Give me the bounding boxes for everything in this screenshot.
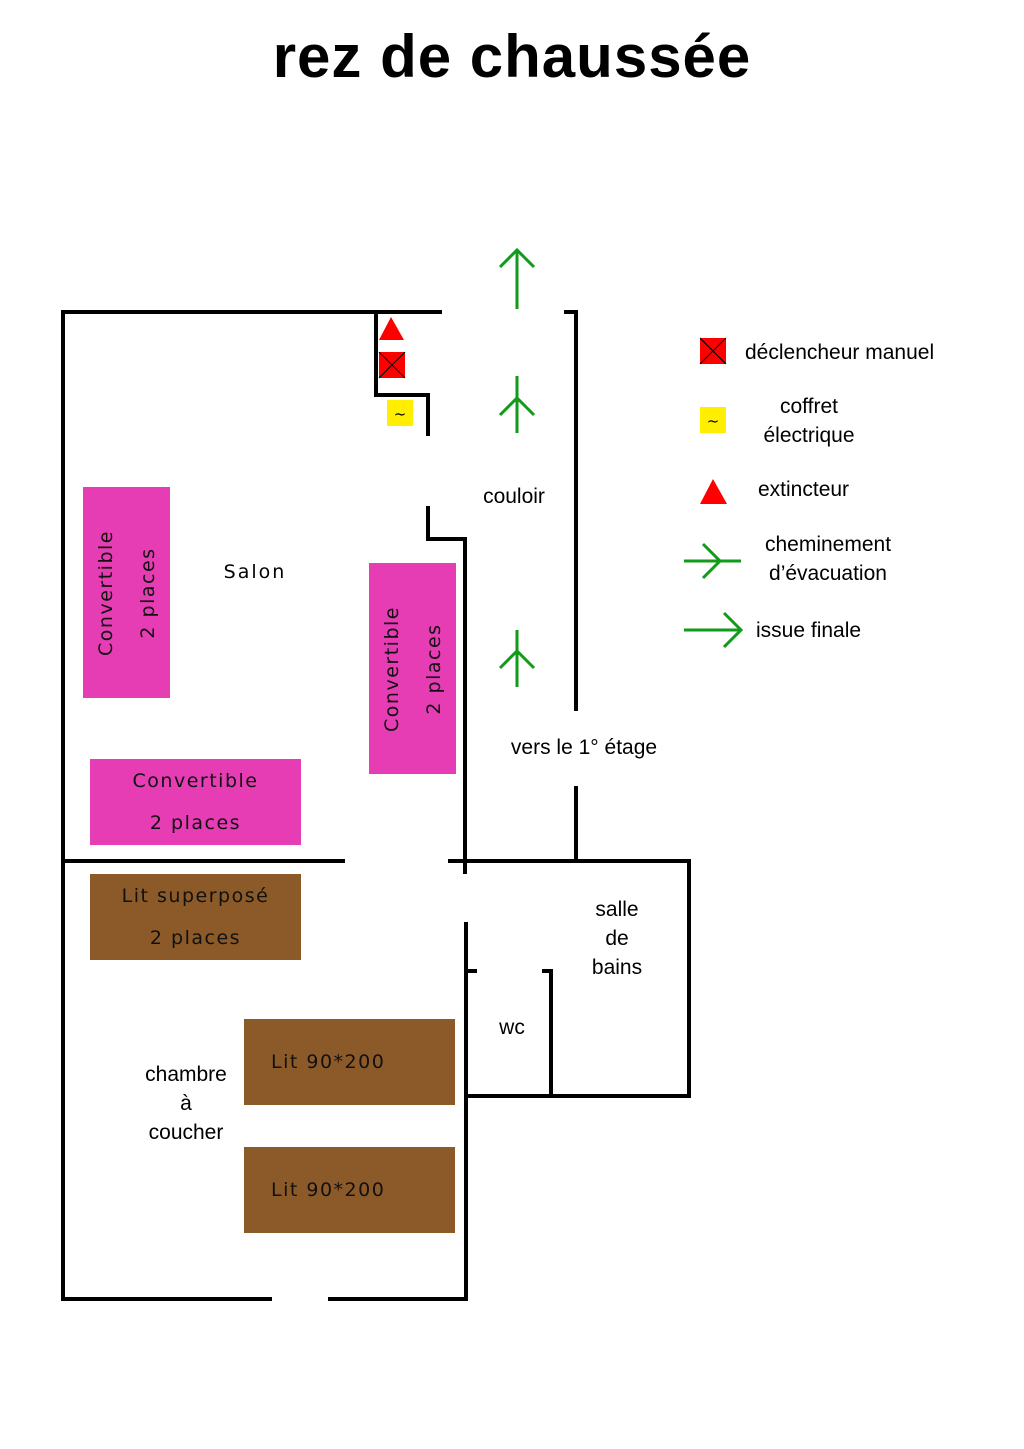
legend-label-evacuation-route: cheminement d’évacuation bbox=[752, 530, 904, 588]
walls bbox=[61, 310, 691, 1301]
svg-text:~: ~ bbox=[707, 412, 720, 430]
legend-fire-extinguisher-icon bbox=[700, 479, 727, 504]
legend-label-line: électrique bbox=[763, 424, 855, 447]
manual-call-point-icon bbox=[378, 351, 406, 379]
legend-label-extinguisher: extincteur bbox=[758, 475, 849, 504]
legend-electrical-panel-icon: ~ bbox=[700, 407, 726, 433]
room-label-stairs: vers le 1° étage bbox=[510, 736, 658, 759]
furniture-label: Lit superposé bbox=[121, 885, 270, 907]
furniture-label: Convertible bbox=[380, 605, 403, 732]
wall-niche bbox=[374, 310, 430, 436]
legend-label-line: d’évacuation bbox=[769, 562, 887, 585]
legend-label-line: cheminement bbox=[764, 533, 892, 556]
bed-1: Lit 90*200 bbox=[244, 1019, 455, 1105]
furniture-label: 2 places bbox=[422, 622, 445, 715]
fire-extinguisher-icon bbox=[379, 317, 404, 340]
legend-icons: ~ bbox=[684, 337, 744, 649]
legend-label-electrical-panel: coffret électrique bbox=[749, 392, 869, 450]
furniture-label: Convertible bbox=[94, 529, 117, 656]
room-label-line: salle bbox=[595, 898, 639, 921]
evacuation-arrow-1 bbox=[498, 376, 536, 433]
svg-text:~: ~ bbox=[394, 405, 407, 423]
legend-manual-call-point-icon bbox=[699, 337, 727, 365]
room-label-line: à bbox=[180, 1092, 192, 1115]
evacuation-arrow-2 bbox=[498, 630, 536, 687]
page-title: rez de chaussée bbox=[272, 23, 752, 90]
convertible-middle: Convertible 2 places bbox=[369, 563, 456, 774]
room-label-salon: Salon bbox=[223, 561, 287, 583]
room-label-line: coucher bbox=[148, 1121, 224, 1144]
wall-salon-corridor bbox=[426, 506, 467, 874]
room-label-line: de bbox=[605, 927, 629, 950]
evacuation-arrows bbox=[498, 247, 536, 687]
room-label-line: bains bbox=[591, 956, 643, 979]
convertible-left: Convertible 2 places bbox=[83, 487, 170, 698]
legend-label-line: coffret bbox=[780, 395, 838, 418]
bunk-bed: Lit superposé 2 places bbox=[90, 874, 301, 960]
furniture-label: Lit 90*200 bbox=[271, 1051, 386, 1073]
legend-label-line: déclencheur manuel bbox=[745, 341, 935, 364]
room-label-bedroom: chambre à coucher bbox=[126, 1060, 246, 1147]
room-label-wc: wc bbox=[499, 1016, 525, 1039]
furniture-label: 2 places bbox=[149, 812, 242, 834]
wall-corridor-right-top bbox=[564, 310, 578, 711]
legend-evacuation-route-icon bbox=[684, 542, 741, 580]
room-label-bathroom: salle de bains bbox=[567, 895, 667, 982]
electrical-panel-icon: ~ bbox=[387, 400, 413, 426]
convertible-bottom: Convertible 2 places bbox=[90, 759, 301, 845]
legend-label-manual-call-point: déclencheur manuel bbox=[745, 338, 934, 367]
furniture-label: 2 places bbox=[149, 927, 242, 949]
furniture-label: 2 places bbox=[136, 546, 159, 639]
furniture-label: Convertible bbox=[132, 770, 259, 792]
legend-final-exit-icon bbox=[684, 611, 744, 649]
legend-label-line: issue finale bbox=[756, 619, 862, 642]
room-label-couloir: couloir bbox=[483, 485, 545, 508]
wall-bath-top bbox=[448, 859, 691, 1098]
bed-2: Lit 90*200 bbox=[244, 1147, 455, 1233]
furniture-label: Lit 90*200 bbox=[271, 1179, 386, 1201]
legend-label-final-exit: issue finale bbox=[756, 616, 861, 645]
final-exit-arrow bbox=[498, 247, 536, 309]
legend-label-line: extincteur bbox=[758, 478, 850, 501]
wall-wc-right bbox=[542, 969, 553, 1098]
room-label-line: chambre bbox=[145, 1063, 227, 1086]
